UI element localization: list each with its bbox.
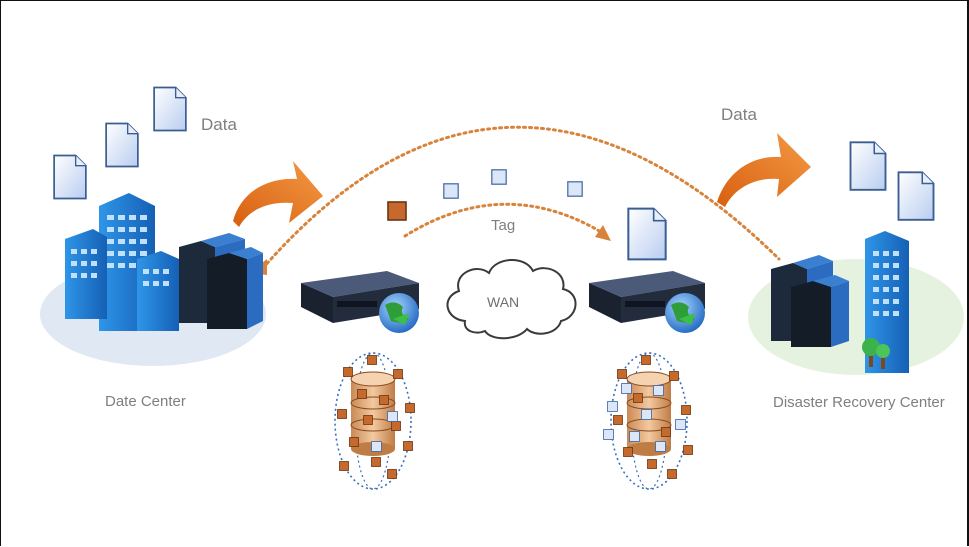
document-icon (105, 122, 139, 168)
tag-label: Tag (491, 217, 516, 234)
document-icon (849, 141, 887, 191)
document-icon (153, 86, 187, 132)
data-label-left: Data (201, 115, 237, 134)
building-icon (65, 193, 179, 331)
data-label-right: Data (721, 105, 757, 124)
globe-icon (379, 293, 419, 333)
tag-square-icon (567, 181, 583, 197)
tree-icon (862, 338, 890, 369)
document-icon (53, 154, 87, 200)
tag-arc-arrowhead (595, 225, 611, 241)
tag-arc (403, 202, 608, 238)
appliance-icon (589, 271, 705, 323)
appliance-icon (301, 271, 419, 323)
tag-square-icon (387, 201, 407, 221)
document-icon (897, 171, 935, 221)
document-icon (627, 207, 667, 261)
server-rack-icon (771, 255, 849, 347)
disaster-recovery-center-label: Disaster Recovery Center (773, 394, 945, 411)
arrow-icon-left (233, 161, 323, 227)
cloud-icon (446, 258, 577, 340)
replication-arc-outer (261, 125, 781, 270)
globe-icon (665, 293, 705, 333)
arrow-icon-right (717, 133, 811, 207)
date-center-label: Date Center (105, 393, 186, 410)
wan-label: WAN (487, 294, 520, 310)
tag-square-icon (491, 169, 507, 185)
building-icon (865, 231, 909, 373)
server-rack-icon (179, 233, 263, 329)
tag-square-icon (443, 183, 459, 199)
